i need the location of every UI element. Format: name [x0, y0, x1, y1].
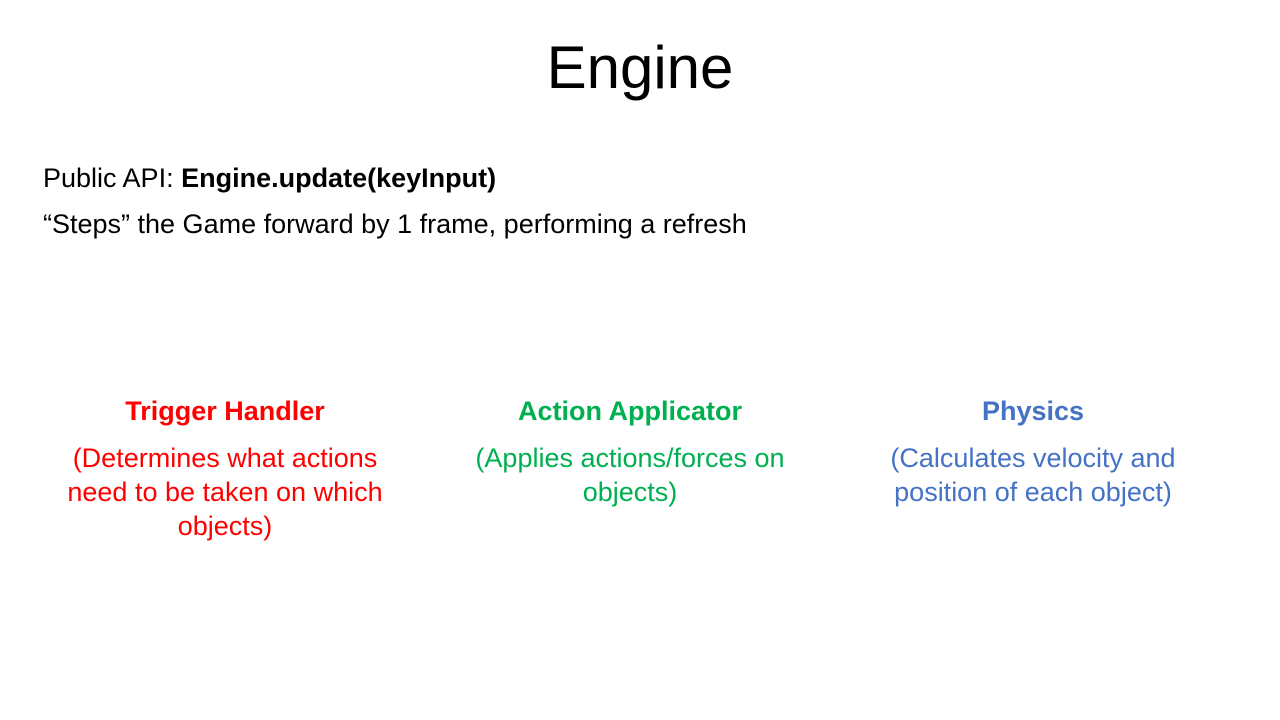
action-applicator-column: Action Applicator (Applies actions/force…: [445, 393, 815, 509]
api-prefix: Public API:: [43, 163, 182, 193]
trigger-handler-column: Trigger Handler (Determines what actions…: [40, 393, 410, 543]
trigger-handler-heading: Trigger Handler: [125, 396, 325, 426]
action-applicator-description: (Applies actions/forces on objects): [475, 443, 785, 507]
physics-column: Physics (Calculates velocity and positio…: [848, 393, 1218, 509]
physics-description: (Calculates velocity and position of eac…: [890, 443, 1176, 507]
slide-title: Engine: [546, 34, 734, 101]
physics-heading: Physics: [981, 396, 1085, 426]
api-call: Engine.update(keyInput): [181, 163, 497, 193]
engine-description: “Steps” the Game forward by 1 frame, per…: [43, 209, 747, 239]
action-applicator-heading: Action Applicator: [517, 396, 742, 426]
trigger-handler-description: (Determines what actions need to be take…: [67, 443, 383, 541]
api-line: Public API: Engine.update(keyInput): [43, 161, 496, 195]
